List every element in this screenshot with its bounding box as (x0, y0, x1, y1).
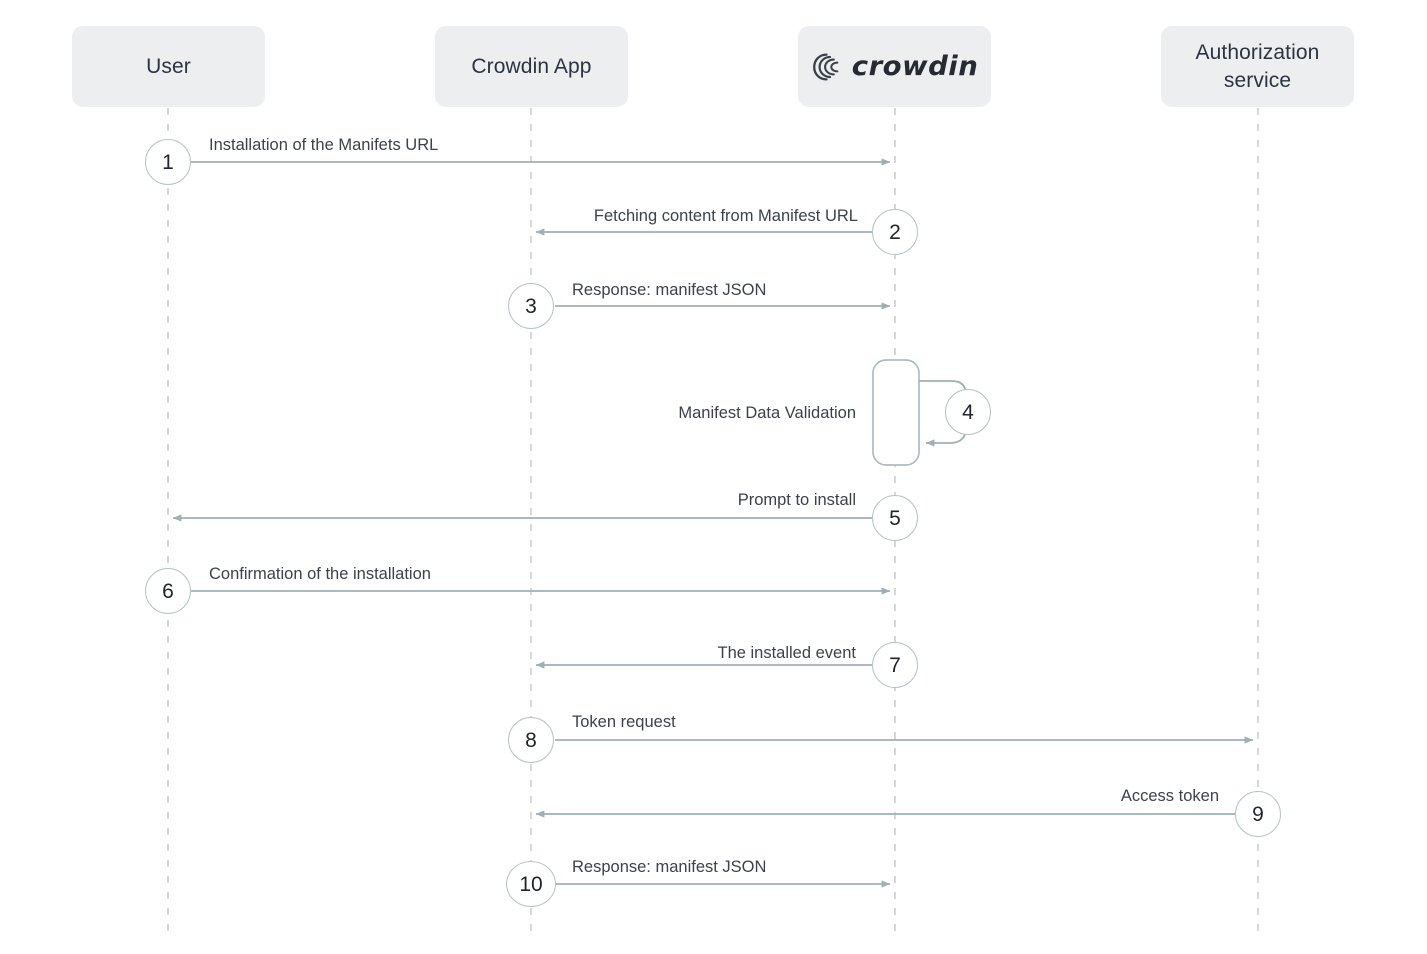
participant-crowdin-app[interactable]: Crowdin App (435, 26, 628, 107)
participant-user[interactable]: User (72, 26, 265, 107)
step-marker-9-label: 9 (1252, 802, 1264, 826)
participant-authorization-service-label: Authorization service (1195, 40, 1320, 92)
step-marker-3[interactable]: 3 (508, 283, 554, 329)
message-label-step-2: Fetching content from Manifest URL (593, 207, 858, 225)
message-label-step-1: Installation of the Manifets URL (209, 136, 439, 154)
step-marker-5[interactable]: 5 (872, 495, 918, 541)
message-label-step-3: Response: manifest JSON (572, 281, 767, 299)
step-marker-1[interactable]: 1 (145, 139, 191, 185)
step-marker-2[interactable]: 2 (872, 209, 918, 255)
participant-crowdin-app-label: Crowdin App (471, 54, 592, 78)
step-marker-4-label: 4 (962, 400, 974, 424)
step-marker-10[interactable]: 10 (506, 861, 556, 907)
step-marker-7[interactable]: 7 (872, 642, 918, 688)
activation-box (872, 359, 920, 466)
step-marker-10-label: 10 (519, 872, 543, 896)
step-marker-8[interactable]: 8 (508, 717, 554, 763)
step-marker-6[interactable]: 6 (145, 568, 191, 614)
step-marker-3-label: 3 (525, 294, 537, 318)
message-label-step-10: Response: manifest JSON (572, 858, 767, 876)
step-marker-6-label: 6 (162, 579, 174, 603)
participant-user-label: User (146, 54, 191, 78)
step-marker-1-label: 1 (162, 150, 174, 174)
participant-crowdin[interactable]: crowdin (798, 26, 991, 107)
step-marker-7-label: 7 (889, 653, 901, 677)
step-marker-4[interactable]: 4 (945, 389, 991, 435)
message-label-step-9: Access token (1120, 787, 1219, 805)
message-label-step-8: Token request (572, 713, 676, 731)
message-label-step-7: The installed event (717, 644, 856, 662)
participant-authorization-service[interactable]: Authorization service (1161, 26, 1354, 107)
crowdin-swirl-icon (812, 52, 839, 81)
step-marker-8-label: 8 (525, 728, 537, 752)
crowdin-logo: crowdin (812, 51, 979, 82)
message-label-step-4: Manifest Data Validation (678, 404, 856, 422)
step-marker-5-label: 5 (889, 506, 901, 530)
message-label-step-6: Confirmation of the installation (209, 565, 431, 583)
crowdin-wordmark: crowdin (851, 51, 979, 82)
message-label-step-5: Prompt to install (737, 491, 856, 509)
message-arrows (172, 158, 1254, 888)
step-marker-2-label: 2 (889, 220, 901, 244)
step-marker-9[interactable]: 9 (1235, 791, 1281, 837)
